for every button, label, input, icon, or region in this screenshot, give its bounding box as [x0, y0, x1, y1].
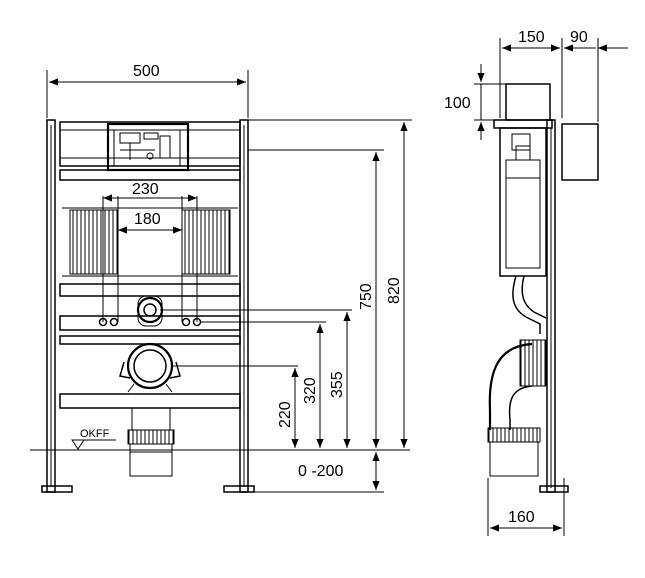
dim-220-label: 220 — [277, 401, 294, 428]
width-500-label: 500 — [133, 63, 160, 80]
waste-outlet-icon — [119, 342, 181, 393]
top-box — [505, 83, 551, 121]
top-100-label: 100 — [444, 95, 471, 112]
dim-820-label: 820 — [386, 277, 403, 304]
flush-pipe — [512, 275, 541, 334]
depth-150-label: 150 — [518, 29, 545, 46]
side-pipe-end — [489, 441, 539, 477]
rear-box — [561, 123, 599, 181]
depth-90-label: 90 — [570, 29, 588, 46]
floor-label: OKFF — [80, 428, 110, 440]
pipe-160-label: 160 — [508, 509, 535, 526]
side-view — [487, 83, 599, 493]
left-foot — [41, 485, 73, 493]
water-inlet-icon — [136, 295, 164, 327]
floor-marker-icon — [71, 439, 85, 450]
side-dimensions: 150 90 100 160 — [444, 29, 628, 536]
side-cistern — [499, 127, 547, 277]
adjust-range-label: 0 -200 — [298, 463, 343, 480]
bottom-rail — [59, 393, 241, 409]
dim-320-label: 320 — [302, 377, 319, 404]
dim-355-label: 355 — [329, 371, 346, 398]
cistern-module — [106, 122, 190, 172]
dim-750-label: 750 — [358, 283, 375, 310]
dim-230-label: 230 — [132, 181, 159, 198]
left-rib-panel — [69, 209, 119, 275]
front-dimensions: 500 230 180 220 320 355 750 820 0 -200 — [46, 63, 412, 493]
dim-180-label: 180 — [134, 211, 161, 228]
front-view: OKFF — [30, 119, 410, 493]
right-foot — [223, 485, 255, 493]
mid-rail — [59, 283, 241, 297]
right-rib-panel — [181, 209, 231, 275]
discharge-pipe — [127, 407, 175, 477]
